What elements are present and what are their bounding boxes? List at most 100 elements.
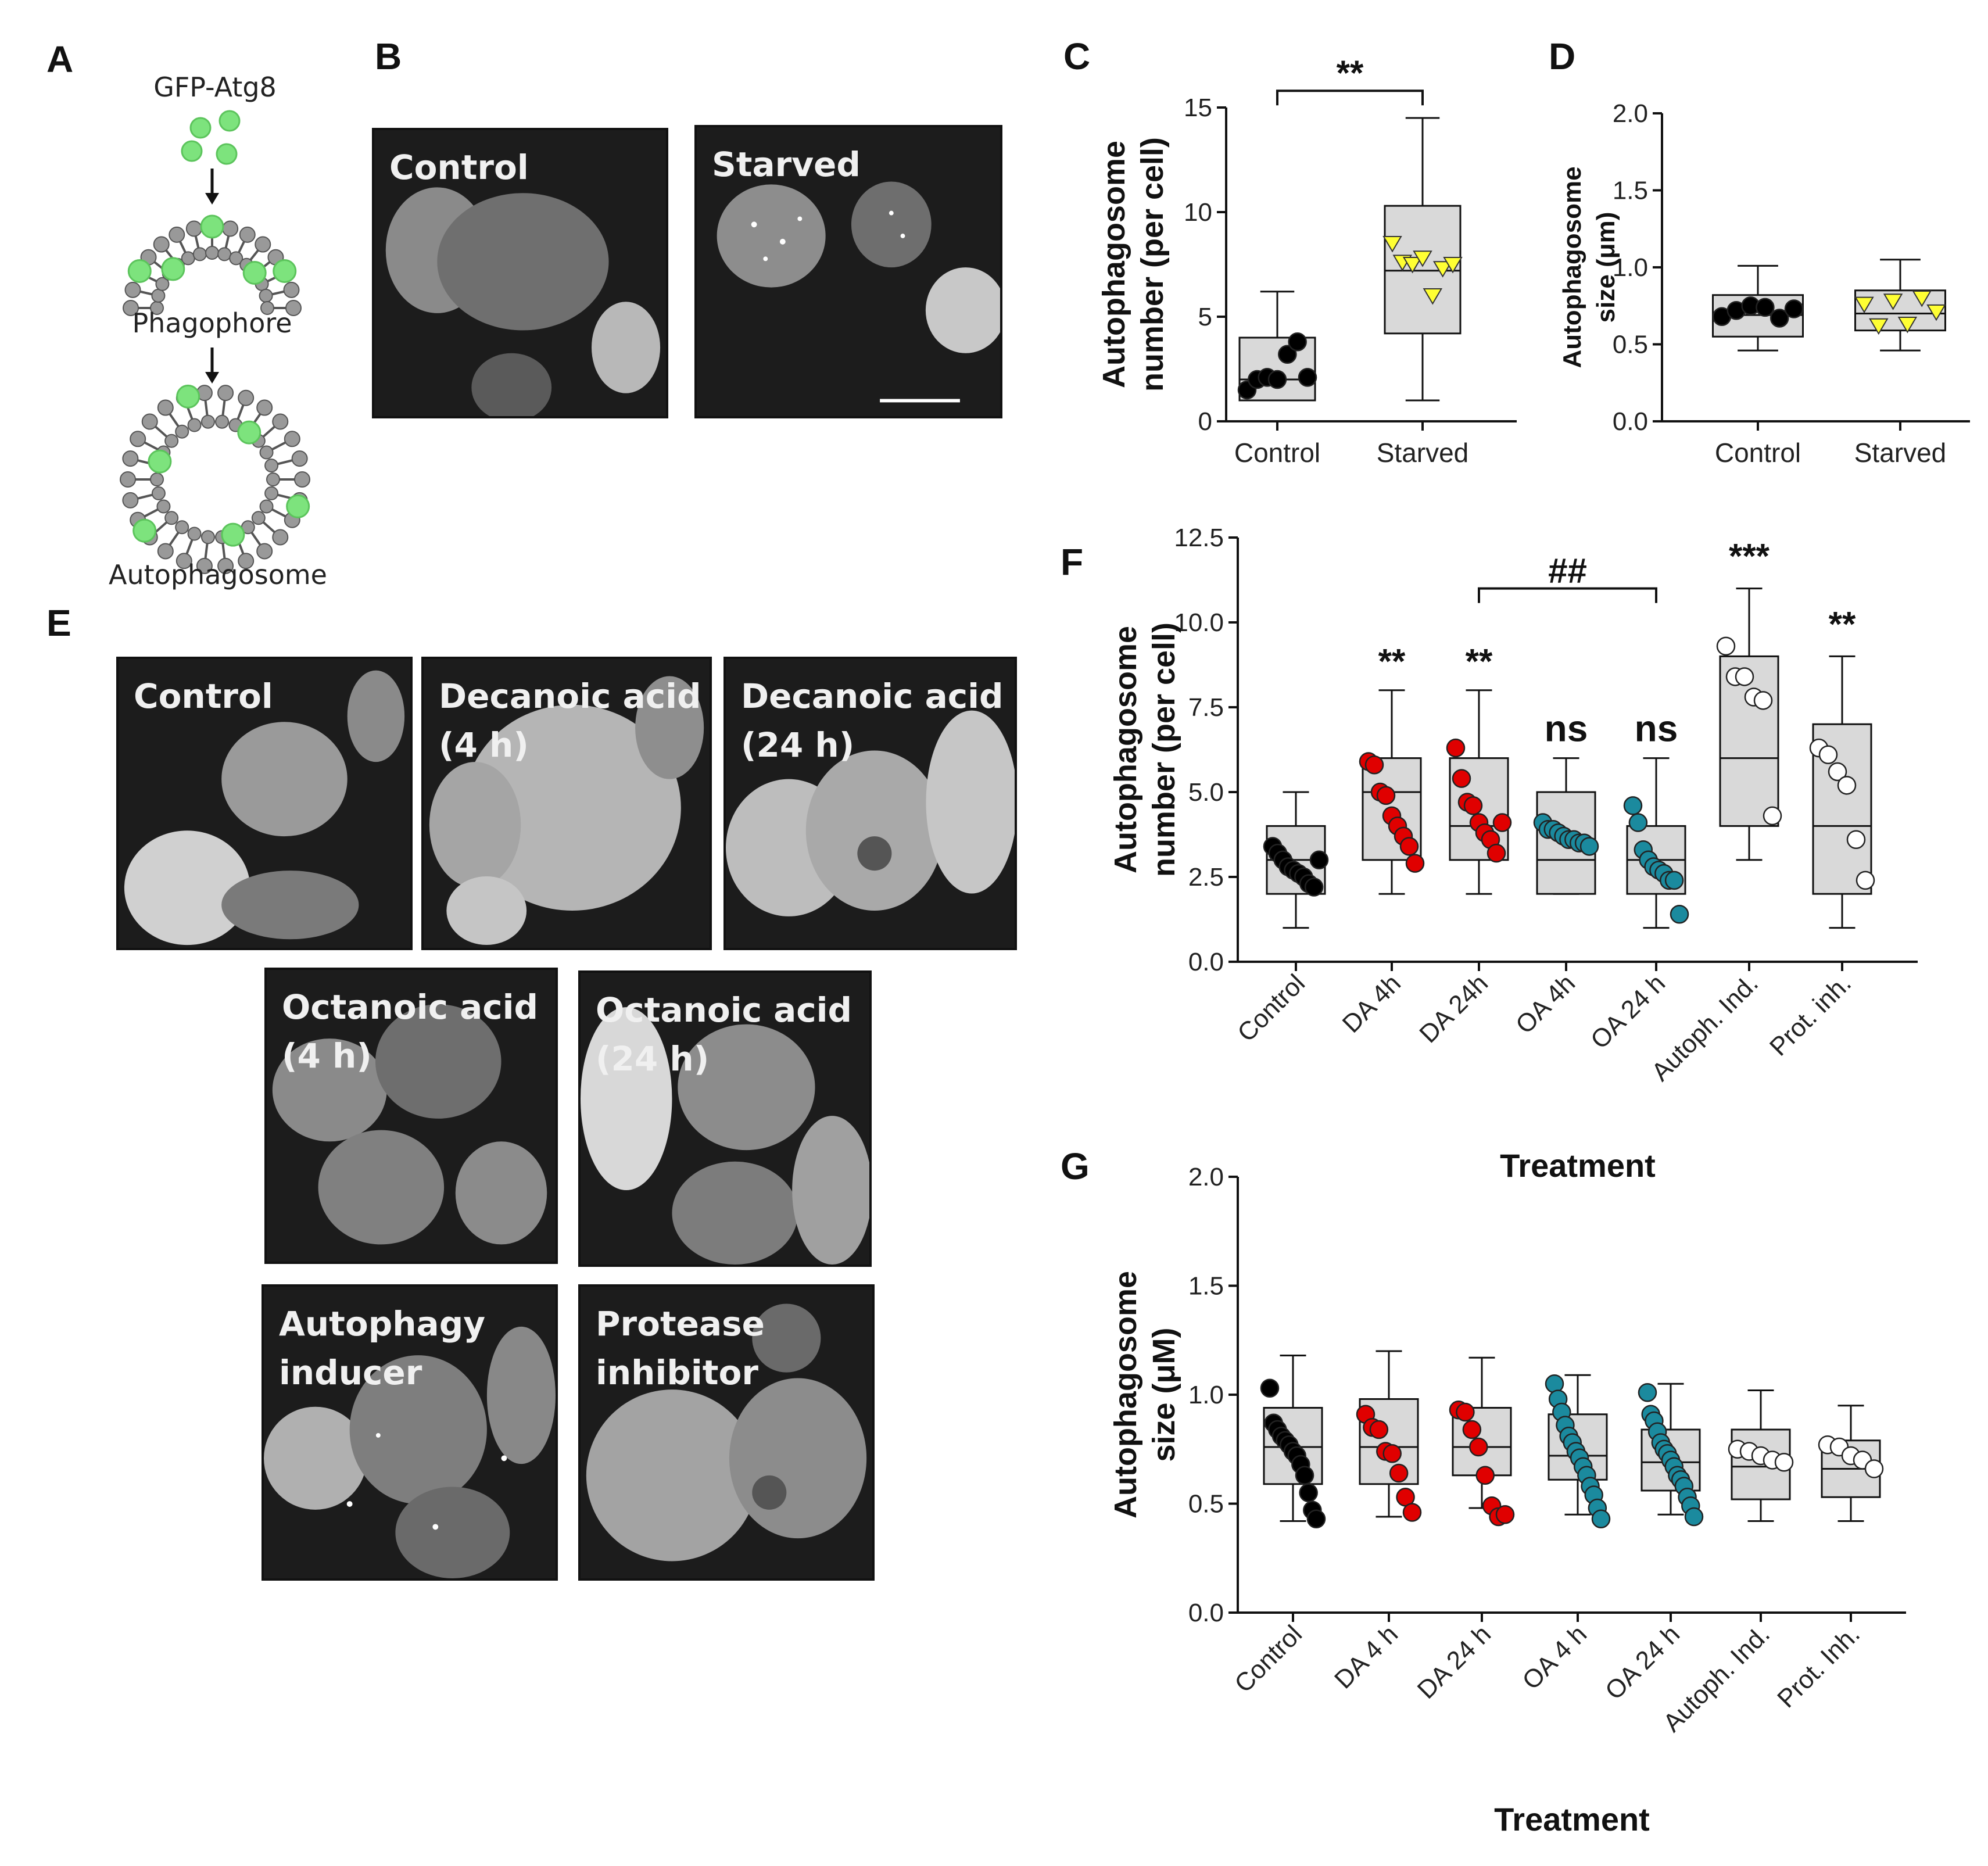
x-tick-label: Prot. Inh. <box>1772 1620 1865 1713</box>
data-point <box>1309 850 1329 870</box>
y-tick-label: 10 <box>1184 198 1212 227</box>
cell-image <box>717 181 1000 403</box>
data-point <box>1304 878 1324 897</box>
micrograph-e-da-4h: Decanoic acid (4 h) <box>421 657 712 950</box>
box-6 <box>1809 655 1875 929</box>
data-point <box>1784 299 1804 318</box>
data-point <box>1912 291 1932 307</box>
x-tick-label: Control <box>1232 969 1310 1047</box>
data-point <box>1856 871 1875 890</box>
data-point <box>1364 755 1384 775</box>
data-point <box>1837 776 1857 795</box>
x-tick-label: DA 24h <box>1414 969 1493 1048</box>
data-point <box>1774 1453 1794 1472</box>
y-tick-label: 5.0 <box>1188 778 1224 807</box>
micrograph-label: Decanoic acid (24 h) <box>741 676 1004 765</box>
autophagy-schematic: GFP-Atg8 Phagophore Autophagosome <box>109 71 327 590</box>
data-point <box>1475 1466 1495 1485</box>
x-tick-label: Starved <box>1377 438 1469 468</box>
y-tick-label: 1.5 <box>1188 1272 1224 1301</box>
data-point <box>1545 1374 1564 1394</box>
micrograph-label: Octanoic acid (24 h) <box>596 990 852 1079</box>
panel-letter-a: A <box>46 38 74 80</box>
data-point <box>1735 667 1754 686</box>
x-tick-label: OA 4 h <box>1517 1620 1592 1695</box>
box-3 <box>1545 1374 1611 1528</box>
data-point <box>1638 1383 1657 1402</box>
data-point <box>1402 257 1423 274</box>
data-point <box>1260 1378 1280 1398</box>
significance-annotation: *** <box>1729 537 1770 576</box>
x-axis-label: Treatment <box>1494 1801 1650 1838</box>
y-tick-label: 5 <box>1198 303 1212 331</box>
data-point <box>1376 786 1396 805</box>
data-point <box>1299 1483 1318 1502</box>
box-0 <box>1237 291 1317 402</box>
x-tick-label: OA 4h <box>1510 969 1581 1039</box>
y-tick-label: 2.0 <box>1613 99 1648 128</box>
data-point <box>1382 236 1402 253</box>
data-point <box>1591 1509 1611 1528</box>
arrow-down-icon <box>205 348 219 384</box>
box-0 <box>1712 264 1804 352</box>
y-tick-label: 0 <box>1198 407 1212 436</box>
data-point <box>1716 636 1736 656</box>
bracket-label: ## <box>1548 551 1587 590</box>
x-tick-label: Control <box>1715 438 1801 468</box>
y-tick-label: 1.0 <box>1188 1381 1224 1409</box>
data-point <box>1579 837 1599 856</box>
micrograph-label: Control <box>389 148 529 187</box>
data-point <box>1462 1420 1482 1439</box>
bracket-line <box>1478 587 1657 603</box>
data-point <box>1402 1503 1422 1522</box>
y-tick-label: 0.0 <box>1613 407 1648 436</box>
arrow-down-icon <box>205 169 219 205</box>
significance-bracket: ** <box>1276 53 1424 106</box>
data-point <box>1492 813 1512 832</box>
y-tick-label: 15 <box>1184 94 1212 122</box>
y-tick-label: 0.0 <box>1188 948 1224 976</box>
data-point <box>1623 796 1643 815</box>
significance-annotation: ns <box>1545 707 1588 749</box>
x-tick-label: OA 24 h <box>1585 969 1671 1054</box>
box-0 <box>1260 1355 1326 1528</box>
data-point <box>1486 843 1506 863</box>
data-point <box>1463 796 1483 815</box>
data-point <box>1306 1509 1326 1528</box>
micrograph-starved: Starved <box>694 125 1002 418</box>
significance-annotation: ** <box>1466 642 1493 681</box>
data-point <box>1869 318 1889 335</box>
y-tick-label: 1.0 <box>1613 253 1648 282</box>
micrograph-e-autophagy-inducer: Autophagy inducer <box>262 1284 558 1581</box>
y-tick-label: 2.5 <box>1188 863 1224 891</box>
x-tick-label: OA 24 h <box>1600 1620 1685 1705</box>
y-tick-label: 2.0 <box>1188 1163 1224 1191</box>
phagophore-icon <box>123 214 302 316</box>
data-point <box>1443 257 1463 274</box>
data-point <box>1628 813 1648 832</box>
y-tick-label: 0.5 <box>1613 331 1648 359</box>
x-axis-label: Treatment <box>1500 1147 1656 1184</box>
micrograph-label: Starved <box>712 145 861 184</box>
panel-letter-c: C <box>1063 35 1091 77</box>
micrograph-e-control: Control <box>116 657 413 950</box>
micrograph-e-oa-4h: Octanoic acid (4 h) <box>264 968 558 1264</box>
micrograph-label: Protease inhibitor <box>596 1304 765 1392</box>
data-point <box>1295 1466 1314 1485</box>
micrograph-label: Control <box>134 676 273 716</box>
data-point <box>1399 837 1419 856</box>
data-point <box>1423 288 1443 305</box>
data-point <box>1405 854 1425 873</box>
micrograph-label: Decanoic acid (4 h) <box>439 676 701 765</box>
data-point <box>1753 691 1773 710</box>
significance-annotation: ** <box>1378 642 1406 681</box>
data-point <box>1267 370 1287 389</box>
significance-annotation: ** <box>1829 604 1856 643</box>
panel-letter-d: D <box>1549 35 1576 77</box>
box-1 <box>1382 117 1463 402</box>
x-tick-label: DA 4h <box>1337 969 1406 1038</box>
